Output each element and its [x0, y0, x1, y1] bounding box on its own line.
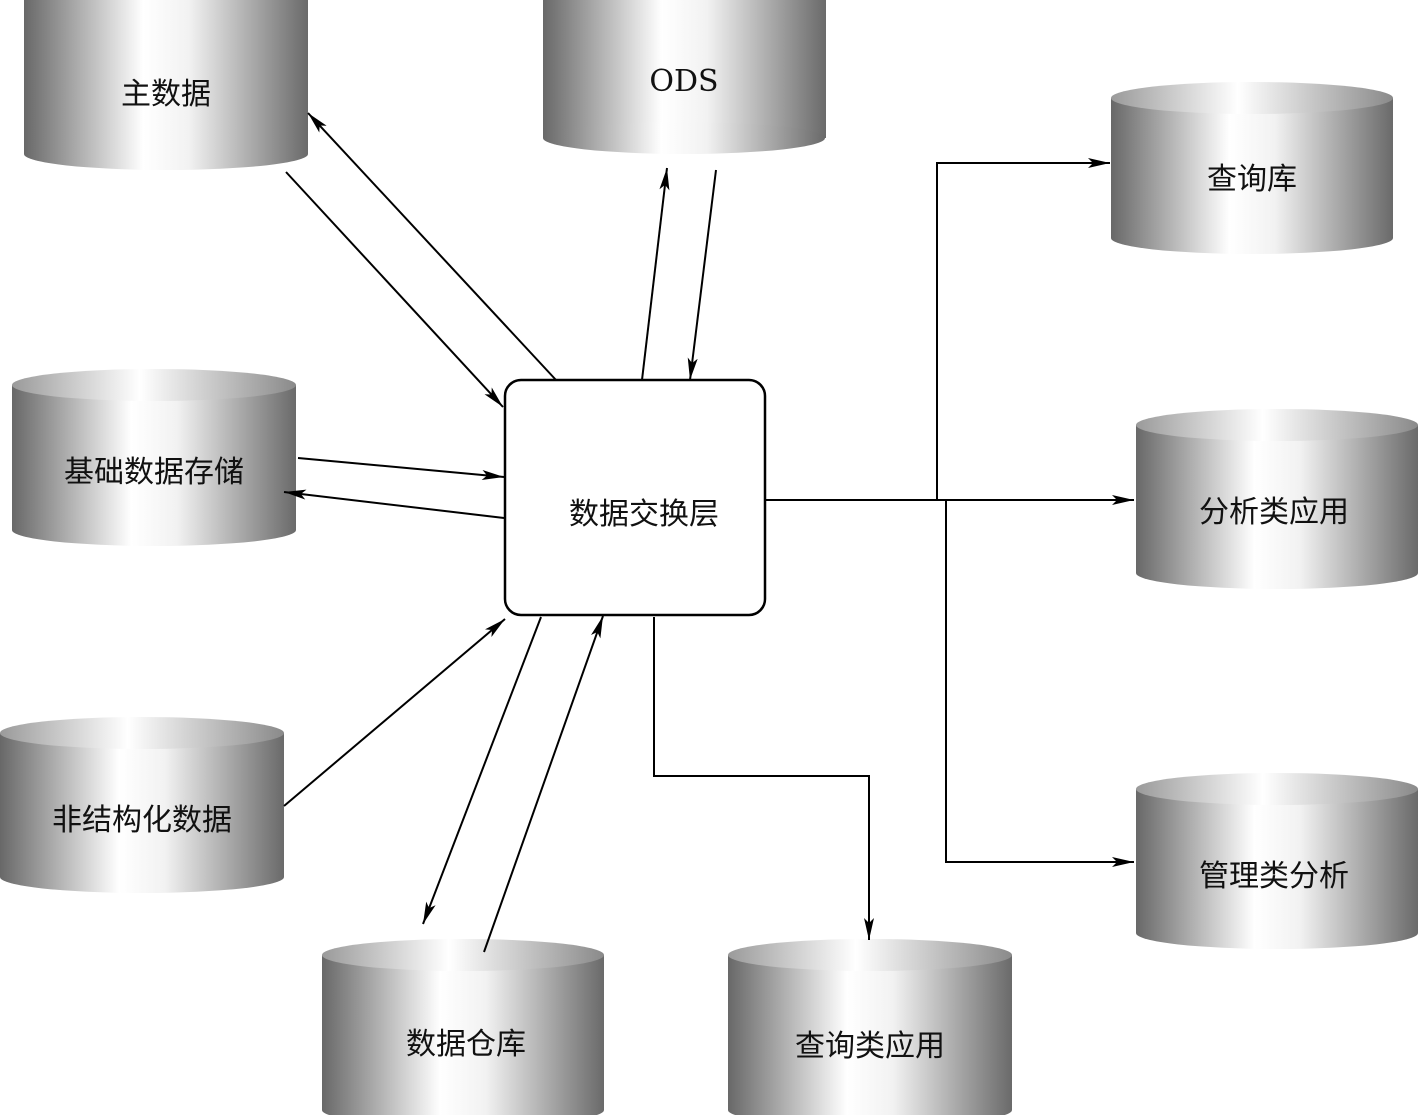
database-ods-label: ODS: [649, 64, 718, 99]
arrow-hub-to-ods: [641, 167, 670, 381]
database-query-apps-label: 查询类应用: [795, 1029, 945, 1064]
database-unstructured-label: 非结构化数据: [52, 803, 232, 838]
arrow-unstructured-to-hub: [283, 618, 506, 807]
database-analysis-apps: 分析类应用: [1136, 409, 1418, 589]
database-data-warehouse-label: 数据仓库: [406, 1027, 526, 1062]
arrow-hub-to-query-db: [936, 158, 1110, 500]
database-query-apps: 查询类应用: [728, 939, 1012, 1115]
database-query-db: 查询库: [1111, 82, 1393, 254]
database-analysis-apps-label: 分析类应用: [1199, 495, 1349, 530]
database-basic-storage: 基础数据存储: [12, 369, 296, 546]
arrow-warehouse-to-hub: [483, 615, 604, 953]
arrow-basic-to-hub: [297, 457, 505, 480]
data-exchange-layer-box: 数据交换层: [503, 378, 767, 617]
database-basic-storage-label: 基础数据存储: [64, 455, 244, 490]
database-master-data: 主数据: [24, 0, 308, 170]
data-exchange-layer-label: 数据交换层: [569, 497, 719, 532]
arrow-master-to-hub: [285, 171, 504, 408]
database-unstructured: 非结构化数据: [0, 717, 284, 893]
connector-arrows: [283, 112, 1134, 953]
database-management-analysis: 管理类分析: [1136, 773, 1418, 949]
arrow-hub-to-query-apps: [653, 617, 874, 940]
arrow-hub-to-basic: [283, 489, 505, 519]
database-data-warehouse: 数据仓库: [322, 939, 604, 1115]
arrow-hub-to-management-analysis: [945, 500, 1134, 867]
database-management-analysis-label: 管理类分析: [1199, 859, 1349, 894]
arrow-hub-to-master: [307, 112, 557, 381]
database-ods: ODS: [543, 0, 826, 154]
arrow-hub-to-warehouse: [422, 616, 542, 925]
database-master-data-label: 主数据: [121, 77, 211, 112]
database-query-db-label: 查询库: [1207, 162, 1297, 197]
arrow-ods-to-hub: [687, 169, 717, 381]
